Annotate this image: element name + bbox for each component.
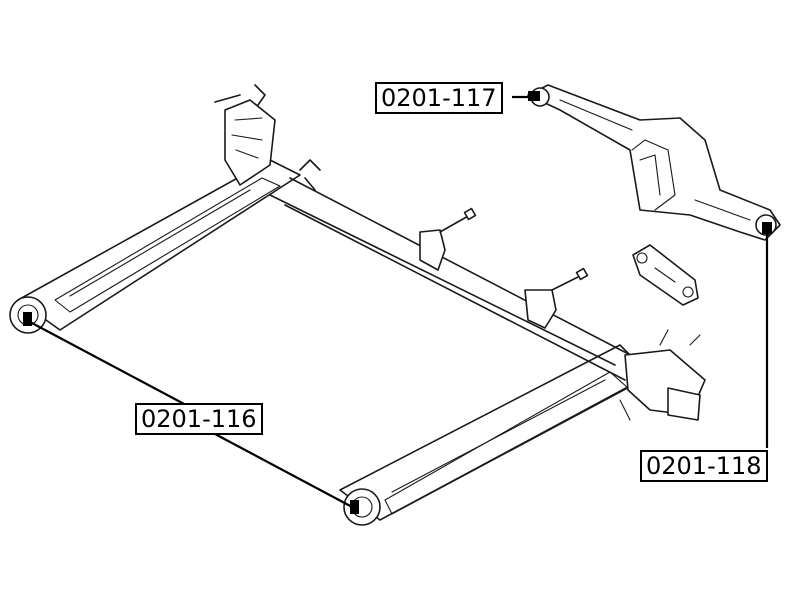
part-number-117: 0201-117 <box>375 82 503 114</box>
leader-116-upper <box>29 321 187 406</box>
bushing-117-marker <box>528 91 540 101</box>
part-number-118: 0201-118 <box>640 450 768 482</box>
rear-subframe <box>9 84 706 526</box>
leader-116-lower <box>214 433 355 509</box>
rear-control-arm <box>527 84 781 241</box>
bushing-116-right-marker <box>350 500 359 514</box>
bushing-116-left-marker <box>23 312 32 326</box>
part-number-116: 0201-116 <box>135 403 263 435</box>
tie-link <box>632 244 699 306</box>
bushing-118-marker <box>762 222 772 234</box>
